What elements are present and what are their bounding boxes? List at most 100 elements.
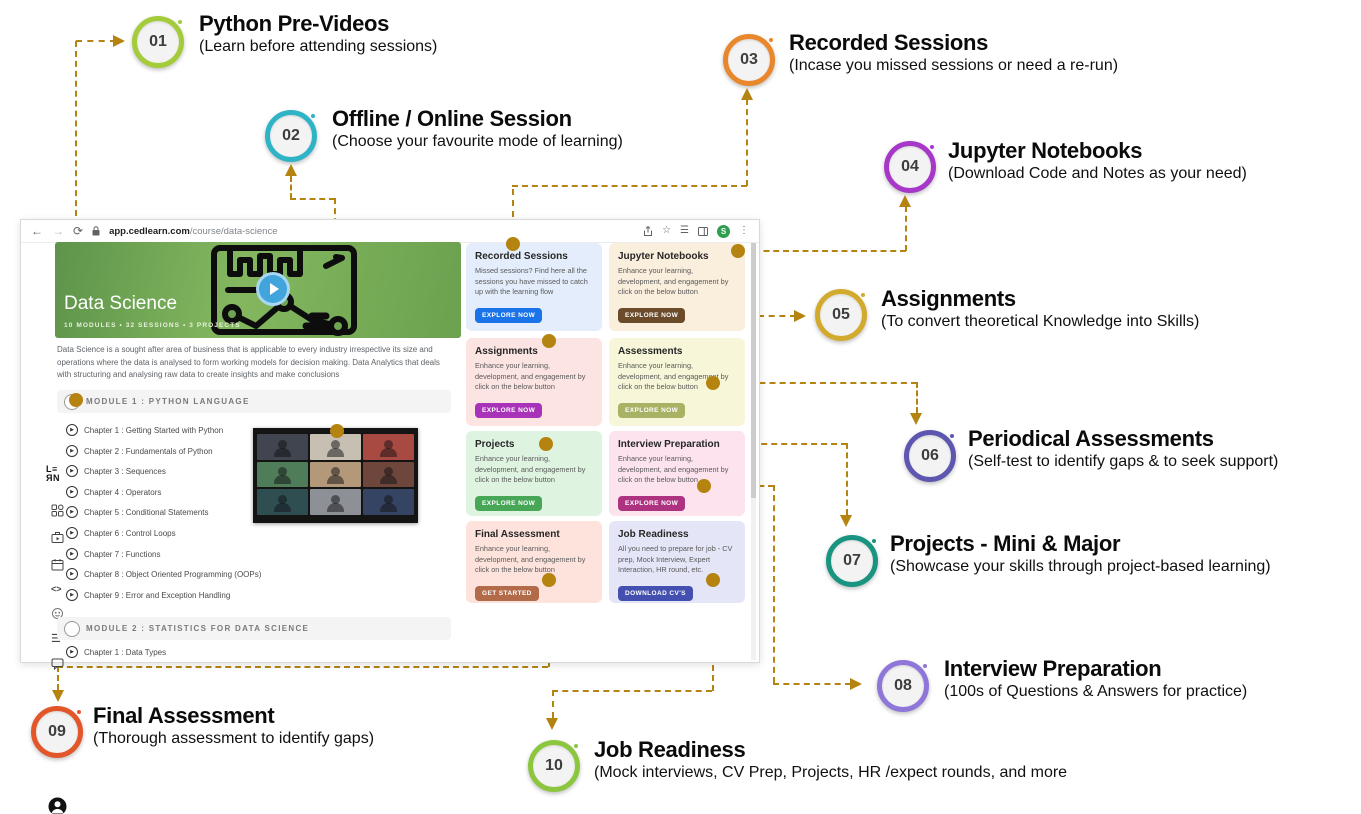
dashed-connector: [726, 315, 796, 317]
explore-now-button[interactable]: EXPLORE NOW: [618, 402, 686, 418]
share-icon[interactable]: [643, 225, 653, 237]
circuit-chart-doodle-icon: [211, 245, 357, 336]
chapter-row[interactable]: ▶ Chapter 2 : Fundamentals of Python: [66, 444, 213, 458]
step-title: Interview Preparation: [944, 656, 1162, 681]
card-title: Projects: [475, 439, 515, 450]
chapter-row[interactable]: ▶ Chapter 4 : Operators: [66, 485, 161, 499]
explore-now-button[interactable]: EXPLORE NOW: [475, 402, 543, 418]
video-call-screenshot: [253, 428, 418, 523]
code-icon[interactable]: <>: [51, 584, 62, 594]
module-label: MODULE 1 : PYTHON LANGUAGE: [86, 397, 250, 406]
connector-node: [330, 424, 344, 438]
play-circle-icon: ▶: [66, 527, 78, 539]
avatar[interactable]: S: [717, 224, 730, 238]
explore-now-button[interactable]: EXPLORE NOW: [618, 307, 686, 323]
chapter-row[interactable]: ▶Chapter 1 : Data Types: [66, 645, 166, 659]
dashed-connector: [773, 683, 851, 685]
calendar-icon[interactable]: [51, 558, 64, 571]
dashed-connector: [846, 443, 848, 515]
step-title: Assignments: [881, 286, 1016, 311]
person-silhouette-icon: [274, 494, 291, 512]
chapter-label: Chapter 2 : Fundamentals of Python: [84, 446, 213, 456]
person-silhouette-icon: [327, 494, 344, 512]
dashed-connector: [552, 690, 554, 718]
url-bar[interactable]: app.cedlearn.com/course/data-science: [109, 226, 277, 237]
dashboard-icon[interactable]: [51, 504, 64, 517]
module-1-header[interactable]: MODULE 1 : PYTHON LANGUAGE: [57, 390, 451, 413]
chapter-label: Chapter 9 : Error and Exception Handling: [84, 590, 231, 600]
chapter-label: Chapter 4 : Operators: [84, 487, 162, 497]
step-number: 09: [48, 723, 66, 740]
get-started-button[interactable]: GET STARTED: [475, 585, 539, 601]
arrowhead-icon: [850, 678, 862, 690]
participant-tile: [363, 434, 414, 460]
play-button[interactable]: [256, 272, 290, 306]
explore-now-button[interactable]: EXPLORE NOW: [618, 495, 686, 511]
chapter-row[interactable]: ▶Chapter 1 : Getting Started with Python: [66, 423, 223, 437]
star-icon[interactable]: ☆: [662, 225, 672, 236]
chapter-label: Chapter 8 : Object Oriented Programming …: [84, 569, 262, 579]
module-2-header[interactable]: MODULE 2 : STATISTICS FOR DATA SCIENCE: [57, 617, 451, 640]
step-label-01: Python Pre-Videos(Learn before attending…: [199, 12, 437, 57]
play-circle-icon: ▶: [66, 445, 78, 457]
dashed-connector: [75, 41, 77, 395]
chapter-row[interactable]: ▶Chapter 3 : Sequences: [66, 464, 166, 478]
connector-node: [542, 573, 556, 587]
step-number: 06: [921, 447, 939, 464]
play-circle-icon: ▶: [66, 506, 78, 518]
card-body: Enhance your learning, development, and …: [618, 454, 729, 484]
chapter-row[interactable]: ▶Chapter 9 : Error and Exception Handlin…: [66, 588, 230, 602]
step-number: 03: [740, 51, 758, 68]
badge-dot-icon: [311, 114, 315, 118]
card-assignments: Assignments Enhance your learning, devel…: [466, 338, 602, 426]
participant-tile: [363, 489, 414, 515]
step-subtitle: (Self-test to identify gaps & to seek su…: [968, 453, 1279, 470]
card-title: Recorded Sessions: [475, 251, 568, 262]
profile-icon[interactable]: [48, 797, 67, 814]
connector-node: [69, 393, 83, 407]
sidebar-icon[interactable]: [698, 226, 708, 236]
participant-tile: [310, 461, 361, 488]
lines-icon[interactable]: ☰: [51, 633, 61, 645]
connector-node: [542, 334, 556, 348]
participant-tile: [363, 461, 414, 488]
step-badge-06: 06: [904, 430, 956, 482]
course-banner: Data Science 10 MODULES • 32 SESSIONS • …: [55, 242, 461, 338]
step-subtitle: (100s of Questions & Answers for practic…: [944, 683, 1248, 700]
course-title: Data Science: [64, 293, 178, 314]
arrowhead-icon: [52, 690, 64, 702]
chapter-row[interactable]: ▶Chapter 6 : Control Loops: [66, 526, 176, 540]
arrowhead-icon: [285, 164, 297, 176]
explore-now-button[interactable]: EXPLORE NOW: [475, 495, 543, 511]
play-icon: [269, 283, 279, 295]
step-subtitle: (To convert theoretical Knowledge into S…: [881, 313, 1200, 330]
forward-icon[interactable]: →: [52, 224, 64, 238]
reading-list-icon[interactable]: ☰: [680, 225, 689, 236]
menu-icon[interactable]: ⋮: [739, 225, 749, 236]
chapter-row[interactable]: ▶Chapter 8 : Object Oriented Programming…: [66, 567, 261, 581]
briefcase-icon[interactable]: [51, 531, 64, 544]
step-subtitle: (Mock interviews, CV Prep, Projects, HR …: [594, 764, 1068, 781]
arrowhead-icon: [910, 413, 922, 425]
badge-dot-icon: [77, 710, 81, 714]
step-badge-10: 10: [528, 740, 580, 792]
card-title: Assessments: [618, 346, 683, 357]
badge-dot-icon: [574, 744, 578, 748]
chapter-row[interactable]: ▶Chapter 5 : Conditional Statements: [66, 505, 209, 519]
reload-icon[interactable]: ⟳: [73, 224, 84, 238]
chat-icon[interactable]: [51, 658, 64, 670]
download-cvs-button[interactable]: DOWNLOAD CV'S: [618, 585, 693, 601]
step-title: Final Assessment: [93, 703, 275, 728]
step-number: 05: [832, 306, 850, 323]
card-title: Job Readiness: [618, 529, 689, 540]
explore-now-button[interactable]: EXPLORE NOW: [475, 307, 543, 323]
play-circle-icon: ▶: [66, 486, 78, 498]
scrollbar-thumb[interactable]: [751, 243, 756, 498]
step-badge-04: 04: [884, 141, 936, 193]
back-icon[interactable]: ←: [31, 224, 43, 238]
card-interview-preparation: Interview Preparation Enhance your learn…: [609, 431, 745, 516]
arrowhead-icon: [794, 310, 806, 322]
step-title: Python Pre-Videos: [199, 11, 390, 36]
chapter-row[interactable]: ▶Chapter 7 : Functions: [66, 547, 160, 561]
dashed-connector: [773, 485, 775, 683]
